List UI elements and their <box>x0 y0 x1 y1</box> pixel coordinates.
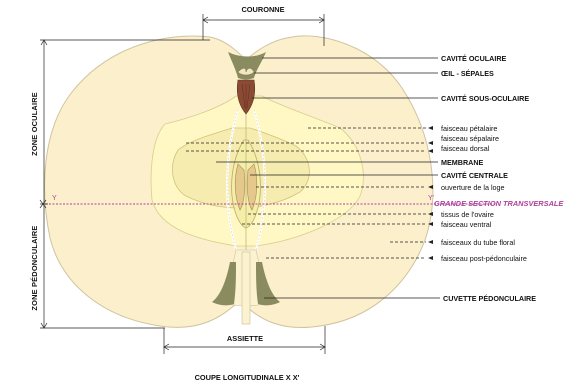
dim-couronne: COURONNE <box>202 5 325 46</box>
label-faisceaux-tube-floral: faisceaux du tube floral <box>441 238 515 247</box>
label-faisceau-sepalaire: faisceau sépalaire <box>441 134 499 143</box>
dim-zone-oculaire: ZONE OCULAIRE <box>30 92 39 156</box>
bundle-right-edge <box>253 109 266 251</box>
label-faisceau-post-pedonculaire: faisceau post-pédonculaire <box>441 254 527 263</box>
label-faisceau-petalaire: faisceau pétalaire <box>441 124 497 133</box>
eye-cavity <box>228 52 266 80</box>
dim-assiette-label: ASSIETTE <box>227 334 263 343</box>
dim-zone-pedonculaire: ZONE PÉDONCULAIRE <box>30 225 39 310</box>
label-cuvette-pedonculaire: CUVETTE PÉDONCULAIRE <box>443 294 536 303</box>
label-faisceau-ventral: faisceau ventral <box>441 220 492 229</box>
sepals <box>237 68 255 76</box>
label-faisceau-dorsal: faisceau dorsal <box>441 144 490 153</box>
stalk-core <box>241 251 251 325</box>
label-ouverture-loge: ouverture de la loge <box>441 183 505 192</box>
stalk-left-green <box>212 262 236 306</box>
caption: COUPE LONGITUDINALE X X' <box>195 373 300 382</box>
seed-right <box>246 163 258 211</box>
label-cavite-sous-oculaire: CAVITÉ SOUS-OCULAIRE <box>441 94 529 103</box>
leader-lines <box>186 57 440 299</box>
stalk-right-green <box>256 262 280 306</box>
label-cavite-centrale: CAVITÉ CENTRALE <box>441 171 508 180</box>
section-y-left: Y <box>52 195 57 202</box>
label-tissus-ovaire: tissus de l'ovaire <box>441 210 494 219</box>
seed-left <box>234 163 246 211</box>
sub-ocular-striae <box>241 83 251 110</box>
dim-left-zones: ZONE OCULAIRE ZONE PÉDONCULAIRE <box>30 39 210 329</box>
dim-assiette: ASSIETTE <box>163 326 326 354</box>
label-cavite-oculaire: CAVITÉ OCULAIRE <box>441 54 507 63</box>
section-y-right: Y' <box>428 195 434 202</box>
label-oeil-sepales: ŒIL - SÉPALES <box>441 69 494 78</box>
dim-couronne-label: COURONNE <box>241 5 284 14</box>
label-membrane: MEMBRANE <box>441 158 484 167</box>
bundle-left-edge <box>226 109 239 251</box>
section-label: GRANDE SECTION TRANSVERSALE <box>434 199 564 208</box>
